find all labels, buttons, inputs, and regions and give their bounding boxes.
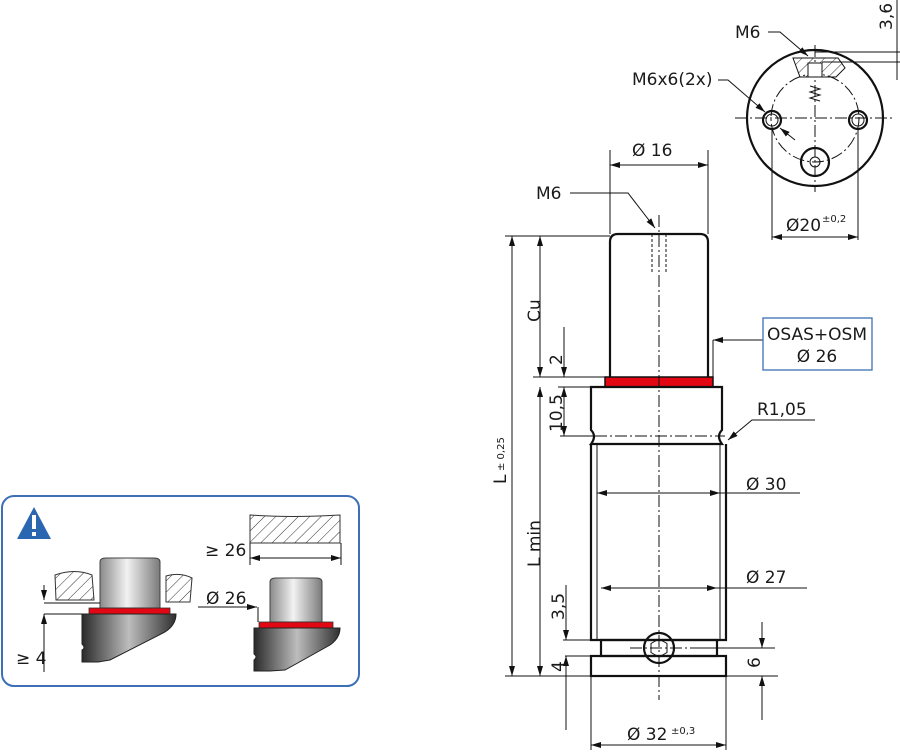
svg-text:Ø20: Ø20 — [786, 216, 821, 236]
svg-text:Ø 27: Ø 27 — [746, 568, 786, 588]
svg-text:≥ 26: ≥ 26 — [205, 541, 246, 561]
svg-text:Cu: Cu — [525, 299, 545, 322]
svg-text:3,5: 3,5 — [549, 593, 569, 620]
svg-text:R1,05: R1,05 — [757, 400, 807, 420]
svg-text:Ø 30: Ø 30 — [746, 475, 786, 495]
svg-text:OSAS+OSM: OSAS+OSM — [767, 325, 867, 345]
svg-text:Ø 26: Ø 26 — [797, 347, 837, 367]
svg-text:M6: M6 — [536, 184, 561, 204]
svg-text:≥ 4: ≥ 4 — [16, 649, 46, 669]
svg-text:L: L — [491, 474, 511, 484]
dimensions: Ø 16 M6 L ± 0,25 Cu L min 2 10,5 3,5 4 6… — [491, 141, 873, 750]
svg-text:±0,3: ±0,3 — [671, 726, 695, 737]
warning-icon — [17, 507, 51, 539]
svg-text:2: 2 — [547, 354, 567, 365]
svg-text:3,6: 3,6 — [877, 3, 897, 30]
svg-text:M6x6(2x): M6x6(2x) — [632, 70, 713, 90]
svg-text:6: 6 — [745, 657, 765, 668]
installation-notice-panel: ≥ 4 ≥ 26 Ø 26 — [1, 495, 360, 687]
svg-text:4: 4 — [549, 661, 569, 672]
svg-text:M6: M6 — [735, 23, 760, 43]
svg-text:L min: L min — [525, 520, 545, 567]
svg-text:Ø 26: Ø 26 — [206, 589, 246, 609]
svg-text:Ø 16: Ø 16 — [632, 141, 672, 161]
osas-osm-callout — [762, 317, 873, 371]
cylinder-top-view: Ø20 ±0,2 3,6 M6 M6x6(2x) — [632, 0, 900, 240]
svg-text:Ø 32: Ø 32 — [627, 725, 667, 745]
svg-text:± 0,25: ± 0,25 — [496, 437, 507, 471]
svg-text:±0,2: ±0,2 — [822, 214, 846, 225]
cylinder-side-view — [588, 215, 728, 700]
svg-text:10,5: 10,5 — [547, 394, 567, 432]
